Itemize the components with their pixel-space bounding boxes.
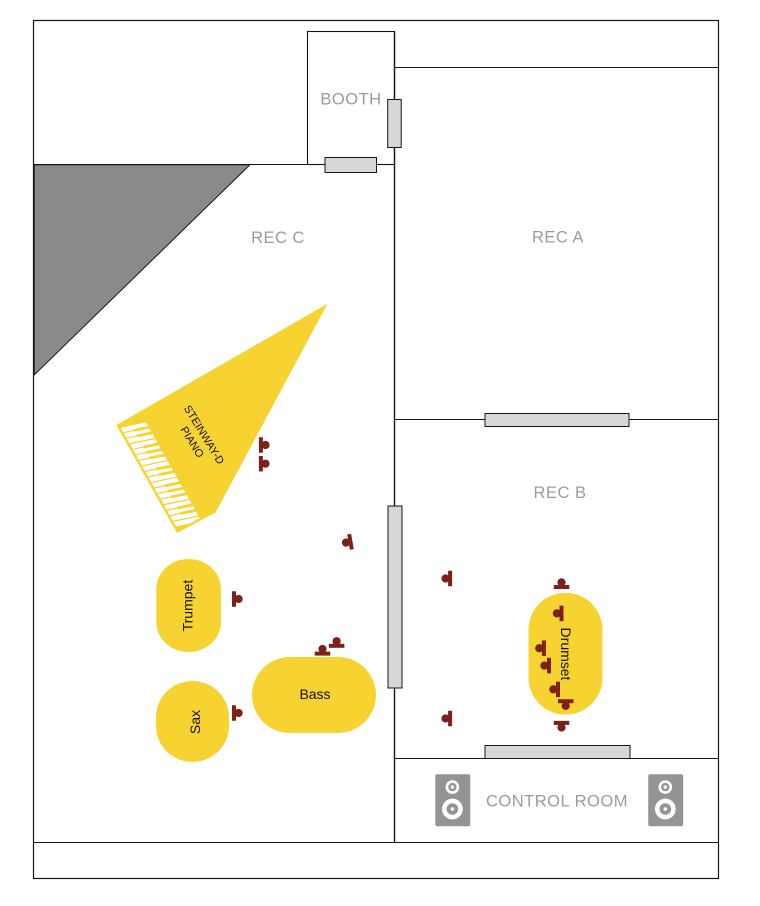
svg-text:Trumpet: Trumpet (180, 580, 196, 632)
svg-text:REC A: REC A (532, 229, 584, 247)
svg-text:Sax: Sax (187, 710, 203, 734)
svg-text:REC B: REC B (534, 484, 587, 502)
svg-text:Bass: Bass (299, 686, 330, 702)
svg-text:BOOTH: BOOTH (320, 91, 381, 109)
svg-text:Drumset: Drumset (558, 628, 574, 681)
svg-text:CONTROL ROOM: CONTROL ROOM (486, 793, 628, 811)
svg-text:REC C: REC C (251, 229, 305, 247)
